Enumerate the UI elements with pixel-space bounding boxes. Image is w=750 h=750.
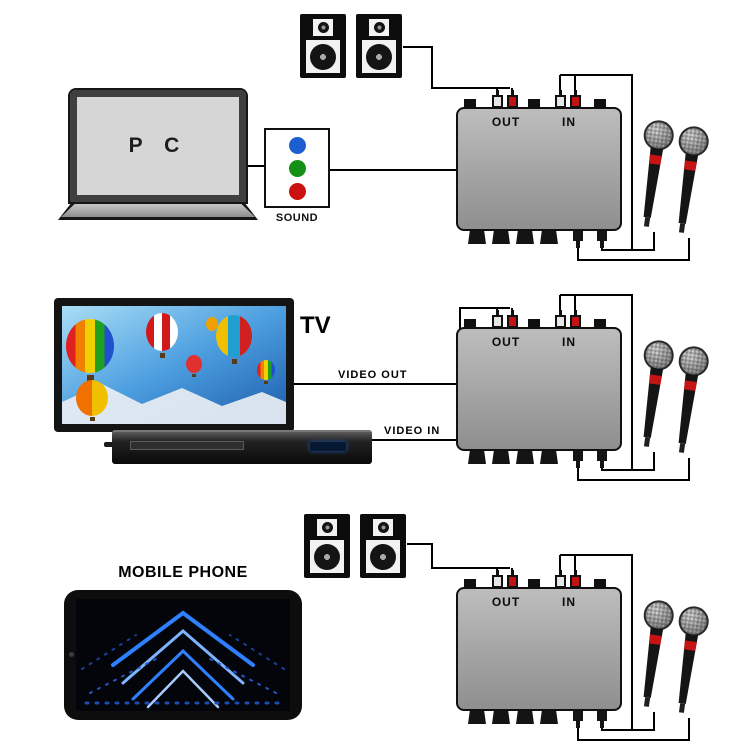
mobile-phone [64,590,302,720]
speaker-icon [300,14,346,78]
phone-screen [76,599,290,711]
microphone-handle [673,373,701,445]
mixer-body: OUT IN [456,587,622,711]
sound-card-frame [264,128,330,208]
microphone-head [676,344,711,379]
mic-jack-icon [573,231,583,248]
pc-laptop: P C [58,88,258,220]
speaker-woofer [366,540,400,573]
speaker-icon [360,514,406,578]
connector-nub-icon [594,579,606,588]
connector-nub-icon [464,579,476,588]
mic-jack-icon [573,711,583,728]
speaker-woofer [306,40,340,73]
mixer-out-label: OUT [491,335,521,349]
microphone-head [676,124,711,159]
mixer-in-label: IN [562,335,576,349]
connector-nub-icon [528,99,540,108]
microphone-band [681,380,700,391]
microphone-plug [643,217,650,227]
mixer-in-label: IN [562,595,576,609]
mic-jack-icon [597,231,607,248]
mic-jack-icon [597,451,607,468]
connector-pin-icon [516,451,534,464]
microphone-plug [678,223,685,233]
video-out-label: VIDEO OUT [338,369,408,381]
microphone-handle [673,153,701,225]
speaker-woofer [362,40,396,73]
pc-label: P C [128,134,188,157]
audio-jack-green-icon [288,159,306,177]
mobile-phone-label: MOBILE PHONE [118,564,248,581]
microphone-head [641,598,676,633]
connector-nub-icon [594,319,606,328]
speaker-tweeter [373,519,393,536]
mixer-unit: OUT IN [456,568,622,732]
microphone-handle [673,633,701,705]
microphone-band [681,640,700,651]
tv-screen [62,306,286,424]
mixer-unit: OUT IN [456,308,622,472]
mixer-unit: OUT IN [456,88,622,252]
connector-pin-icon [516,231,534,244]
speaker-icon [304,514,350,578]
audio-jack-blue-icon [288,136,306,154]
mic-jack-icon [573,451,583,468]
connector-pin-icon [516,711,534,724]
mic-jack-icon [597,711,607,728]
connector-pin-icon [492,231,510,244]
microphone-plug [643,697,650,707]
connector-nub-icon [528,579,540,588]
speaker-tweeter [317,519,337,536]
dvd-player [112,430,372,464]
microphone-band [646,374,665,385]
microphone-band [681,160,700,171]
microphone-band [646,634,665,645]
connector-pin-icon [492,711,510,724]
microphone-head [641,338,676,373]
connector-nub-icon [528,319,540,328]
microphone-handle [638,367,666,439]
connector-pin-icon [540,451,558,464]
connector-pin-icon [468,231,486,244]
microphone-plug [678,443,685,453]
dvd-disc-tray [130,441,244,450]
dvd-display [310,442,346,451]
connector-pin-icon [492,451,510,464]
pc-screen: P C [68,88,248,204]
audio-jack-red-icon [288,182,306,200]
speaker-tweeter [313,19,333,36]
tv-set [54,298,294,447]
microphone-handle [638,147,666,219]
tv-frame [54,298,294,432]
connector-nub-icon [464,99,476,108]
microphone-plug [643,437,650,447]
mixer-out-label: OUT [491,595,521,609]
speaker-tweeter [369,19,389,36]
connector-pin-icon [540,231,558,244]
mixer-in-label: IN [562,115,576,129]
video-in-label: VIDEO IN [384,425,441,437]
sound-card-label: SOUND [275,212,319,224]
pc-keyboard-base [58,202,258,220]
microphone-head [676,604,711,639]
connector-pin-icon [468,711,486,724]
connector-nub-icon [594,99,606,108]
mixer-body: OUT IN [456,327,622,451]
speaker-icon [356,14,402,78]
mixer-out-label: OUT [491,115,521,129]
microphone-band [646,154,665,165]
microphone-handle [638,627,666,699]
connector-pin-icon [468,451,486,464]
connector-nub-icon [464,319,476,328]
phone-camera-icon [69,652,74,657]
connector-pin-icon [540,711,558,724]
microphone-head [641,118,676,153]
microphone-plug [678,703,685,713]
sound-card: SOUND [264,128,330,224]
speaker-woofer [310,540,344,573]
tv-label: TV [300,312,331,339]
mixer-body: OUT IN [456,107,622,231]
